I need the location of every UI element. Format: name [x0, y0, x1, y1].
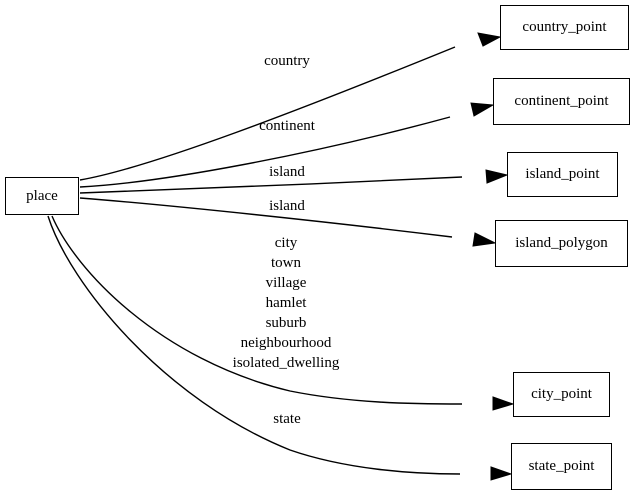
node-island-point[interactable]: island_point [507, 152, 618, 197]
arrowhead-island-polygon [472, 232, 497, 247]
edge-label-state: state [273, 411, 301, 427]
node-place-label: place [26, 187, 58, 204]
edge-label-country: country [264, 53, 310, 69]
node-continent-point-label: continent_point [514, 93, 609, 109]
node-continent-point[interactable]: continent_point [493, 78, 630, 125]
node-city-point-label: city_point [531, 386, 592, 402]
node-island-point-label: island_point [525, 166, 600, 182]
node-island-polygon[interactable]: island_polygon [495, 220, 628, 267]
node-place[interactable]: place [5, 177, 79, 215]
edge-line-continent-point [79, 116, 451, 188]
arrowhead-state-point [490, 466, 513, 481]
arrowhead-island-point [485, 169, 509, 184]
edge-label-island-polygon: island [269, 198, 305, 214]
edge-line-state-point [47, 215, 461, 475]
node-state-point-label: state_point [528, 458, 595, 474]
edge-line-country-point [79, 46, 456, 181]
edge-line-island-polygon [79, 197, 453, 238]
node-island-polygon-label: island_polygon [515, 235, 608, 251]
arrowhead-country-point [477, 32, 502, 47]
edge-line-city-point [51, 215, 463, 405]
edge-label-continent: continent [259, 118, 315, 134]
arrowhead-city-point [492, 396, 515, 411]
arrowhead-continent-point [470, 102, 495, 117]
node-country-point[interactable]: country_point [500, 5, 629, 50]
node-state-point[interactable]: state_point [511, 443, 612, 490]
edge-label-island-point: island [269, 164, 305, 180]
edge-label-city-tags: city town village hamlet suburb neighbou… [232, 235, 340, 371]
node-country-point-label: country_point [522, 19, 607, 35]
node-city-point[interactable]: city_point [513, 372, 610, 417]
edge-line-island-point [79, 176, 463, 194]
